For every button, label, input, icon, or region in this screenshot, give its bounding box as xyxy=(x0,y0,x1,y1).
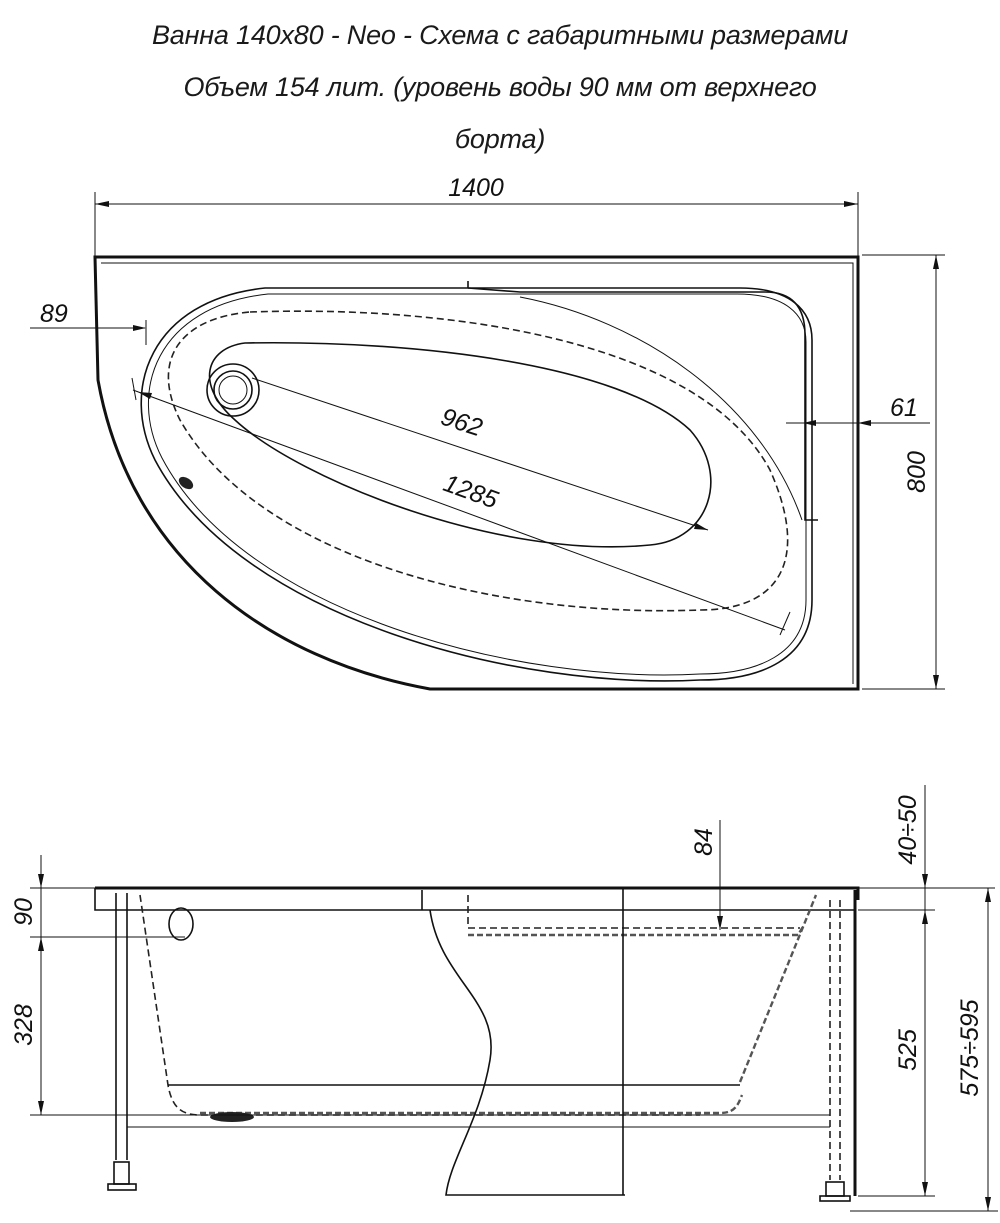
overall-depth-label: 800 xyxy=(903,451,931,493)
side-view: 90 328 84 40÷50 525 575÷595 xyxy=(10,785,998,1212)
water-level-label: 90 xyxy=(10,898,38,926)
inner-length-label: 962 xyxy=(437,403,485,443)
drawing-title: Ванна 140x80 - Neo - Схема с габаритными… xyxy=(151,20,849,50)
overall-width-label: 1400 xyxy=(448,174,504,202)
total-height-label: 575÷595 xyxy=(956,999,984,1096)
volume-note-continued: борта) xyxy=(454,124,546,154)
volume-note: Объем 154 лит. (уровень воды 90 мм от ве… xyxy=(183,72,817,102)
shelf-depth-label: 84 xyxy=(690,828,718,856)
rim-right-offset-label: 61 xyxy=(890,394,918,422)
leg-adjust-label: 40÷50 xyxy=(894,795,922,864)
panel-height-label: 525 xyxy=(894,1029,922,1071)
drain-icon xyxy=(210,1112,254,1122)
rim-left-offset-label: 89 xyxy=(40,300,68,328)
overflow-icon xyxy=(178,476,194,490)
bowl-depth-label: 328 xyxy=(10,1004,38,1046)
outer-length-label: 1285 xyxy=(440,469,502,514)
top-view: 1400 89 962 1285 xyxy=(30,174,945,691)
